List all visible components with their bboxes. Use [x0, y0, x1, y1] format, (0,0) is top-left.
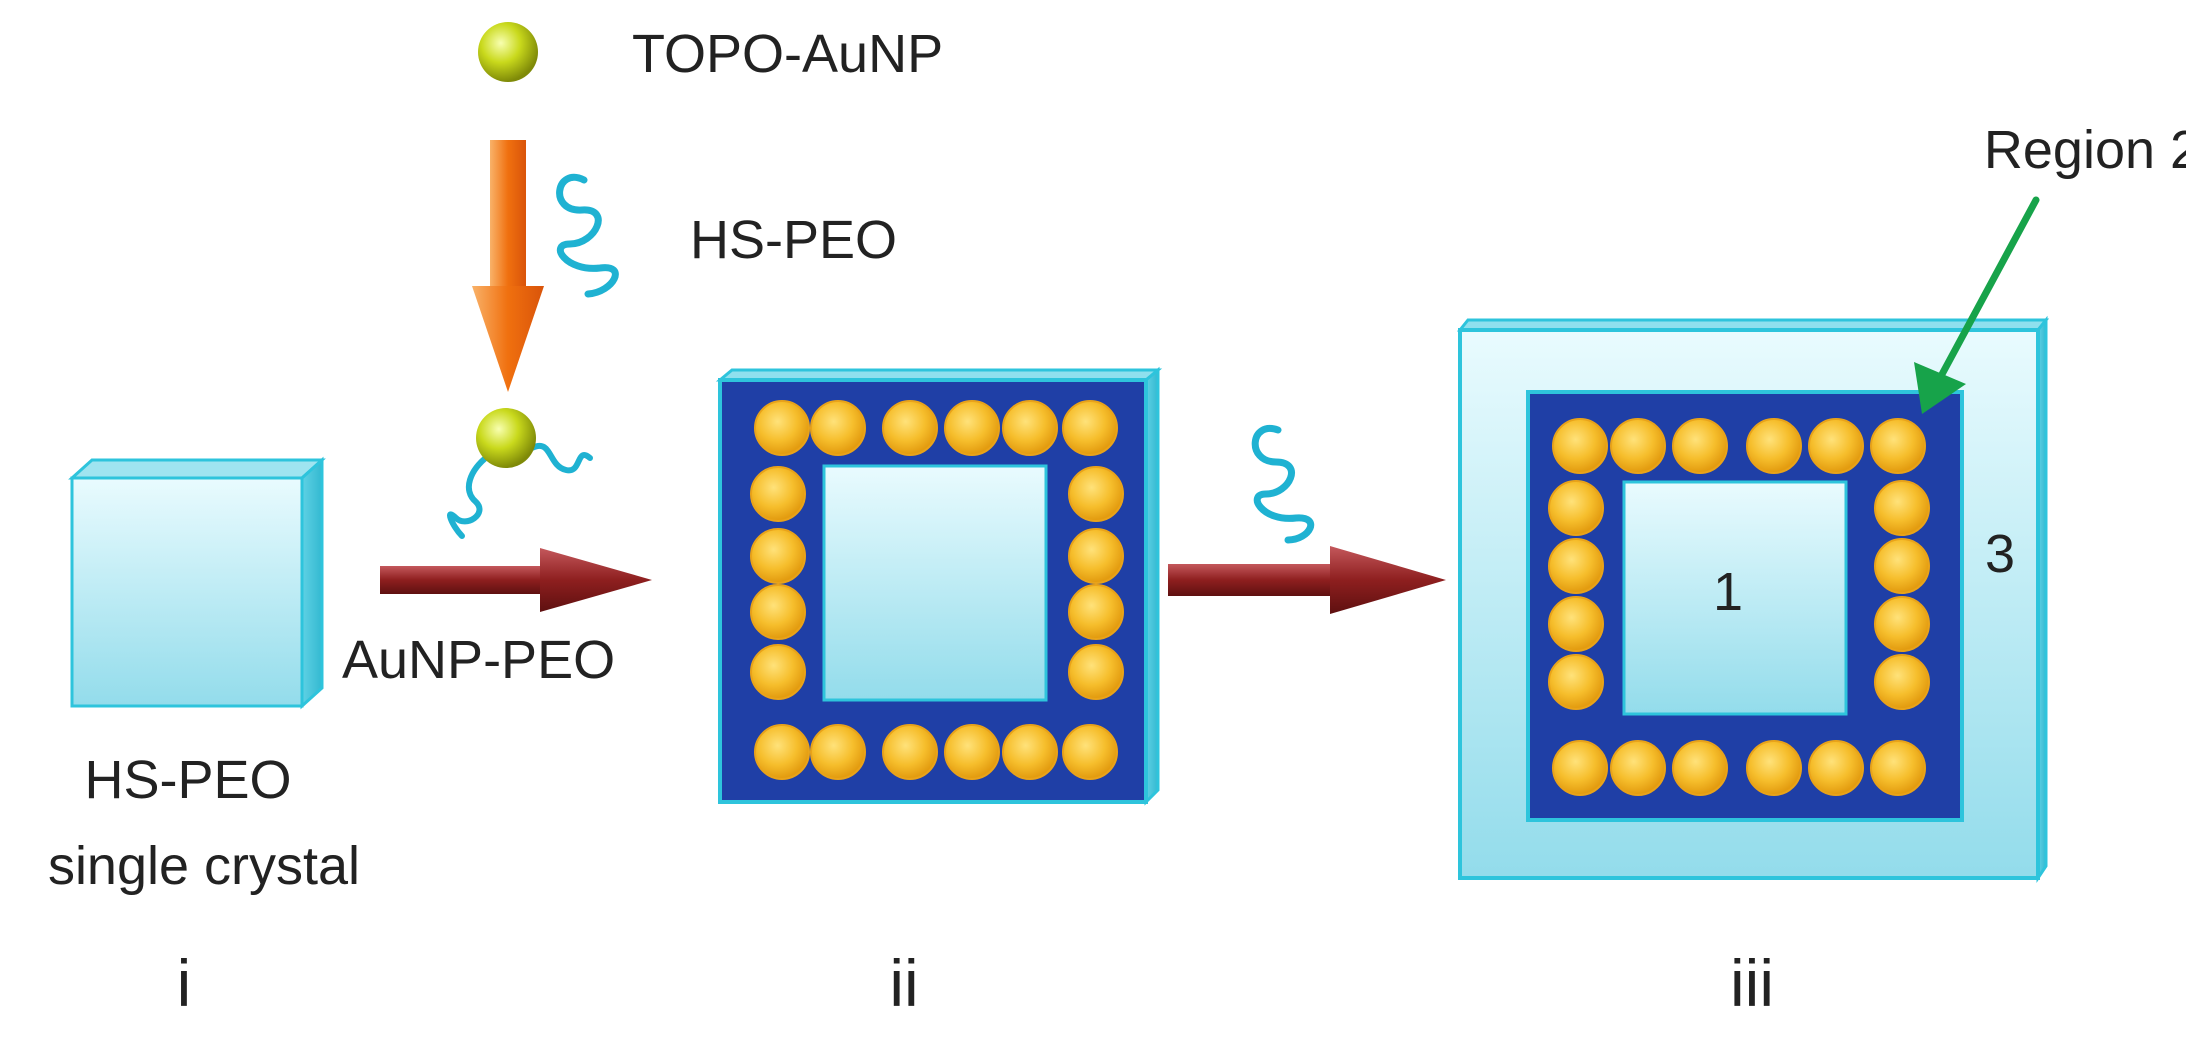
gold-nanoparticle	[1874, 654, 1930, 710]
hs-peo-label: HS-PEO	[690, 210, 897, 270]
gold-nanoparticle	[754, 724, 810, 780]
peo-chain-right-icon	[529, 442, 593, 474]
gold-nanoparticle	[1610, 418, 1666, 474]
gold-nanoparticle	[944, 724, 1000, 780]
gold-nanoparticle	[1870, 740, 1926, 796]
stage-iii-crystal	[1456, 315, 2050, 883]
gold-nanoparticle	[1870, 418, 1926, 474]
crystal-label-line2: single crystal	[48, 836, 360, 896]
topo-aunp-label: TOPO-AuNP	[632, 24, 943, 84]
region-2-pointer-arrow-icon	[1914, 196, 2040, 414]
gold-nanoparticle	[750, 644, 806, 700]
orange-down-arrow-icon	[472, 140, 544, 392]
region-1-inner-crystal	[1622, 480, 1848, 716]
gold-nanoparticle	[1746, 740, 1802, 796]
gold-nanoparticle	[1548, 596, 1604, 652]
hs-peo-chain-icon	[556, 174, 619, 298]
gold-nanoparticle	[810, 724, 866, 780]
gold-nanoparticle	[1610, 740, 1666, 796]
gold-nanoparticle	[1062, 724, 1118, 780]
aunp-peo-particle	[447, 408, 593, 539]
gold-nanoparticle	[1874, 596, 1930, 652]
gold-nanoparticle	[750, 466, 806, 522]
gold-nanoparticle	[1548, 654, 1604, 710]
gold-nanoparticle	[1874, 538, 1930, 594]
gold-nanoparticle	[1548, 480, 1604, 536]
region-1-label: 1	[1713, 562, 1743, 622]
gold-nanoparticle	[750, 584, 806, 640]
stage-ii-nanoparticle-ring	[750, 400, 1124, 780]
stage-label-iii: iii	[1730, 946, 1774, 1020]
region-3-label: 3	[1985, 524, 2015, 584]
gold-nanoparticle	[754, 400, 810, 456]
gold-nanoparticle	[1808, 418, 1864, 474]
gold-nanoparticle	[882, 724, 938, 780]
gold-nanoparticle	[1672, 418, 1728, 474]
topo-aunp-sphere-icon	[478, 22, 538, 82]
gold-nanoparticle	[1548, 538, 1604, 594]
reaction-arrow-2-icon	[1168, 546, 1446, 614]
gold-nanoparticle	[882, 400, 938, 456]
gold-nanoparticle	[1002, 724, 1058, 780]
gold-nanoparticle	[1874, 480, 1930, 536]
reaction-arrow-1-icon	[380, 548, 652, 612]
gold-nanoparticle	[1068, 466, 1124, 522]
gold-nanoparticle	[1808, 740, 1864, 796]
gold-nanoparticle	[1068, 644, 1124, 700]
gold-nanoparticle	[1552, 740, 1608, 796]
gold-nanoparticle	[1068, 584, 1124, 640]
stage-label-i: i	[177, 946, 192, 1020]
stage-ii-crystal	[715, 366, 1163, 806]
peo-chain-left-icon	[447, 453, 491, 539]
aunp-sphere-icon	[476, 408, 536, 468]
stage-i-crystal	[68, 456, 326, 710]
stage-iii-nanoparticle-ring	[1548, 418, 1930, 796]
region-2-label: Region 2	[1984, 120, 2186, 180]
gold-nanoparticle	[1068, 528, 1124, 584]
gold-nanoparticle	[944, 400, 1000, 456]
crystal-label-line1: HS-PEO	[84, 750, 291, 810]
gold-nanoparticle	[810, 400, 866, 456]
gold-nanoparticle	[1746, 418, 1802, 474]
gold-nanoparticle	[1672, 740, 1728, 796]
gold-nanoparticle	[1002, 400, 1058, 456]
gold-nanoparticle	[1552, 418, 1608, 474]
aunp-peo-label: AuNP-PEO	[342, 630, 615, 690]
gold-nanoparticle	[750, 528, 806, 584]
stage-label-ii: ii	[889, 946, 918, 1020]
hs-peo-chain-2-icon	[1251, 425, 1315, 544]
gold-nanoparticle	[1062, 400, 1118, 456]
